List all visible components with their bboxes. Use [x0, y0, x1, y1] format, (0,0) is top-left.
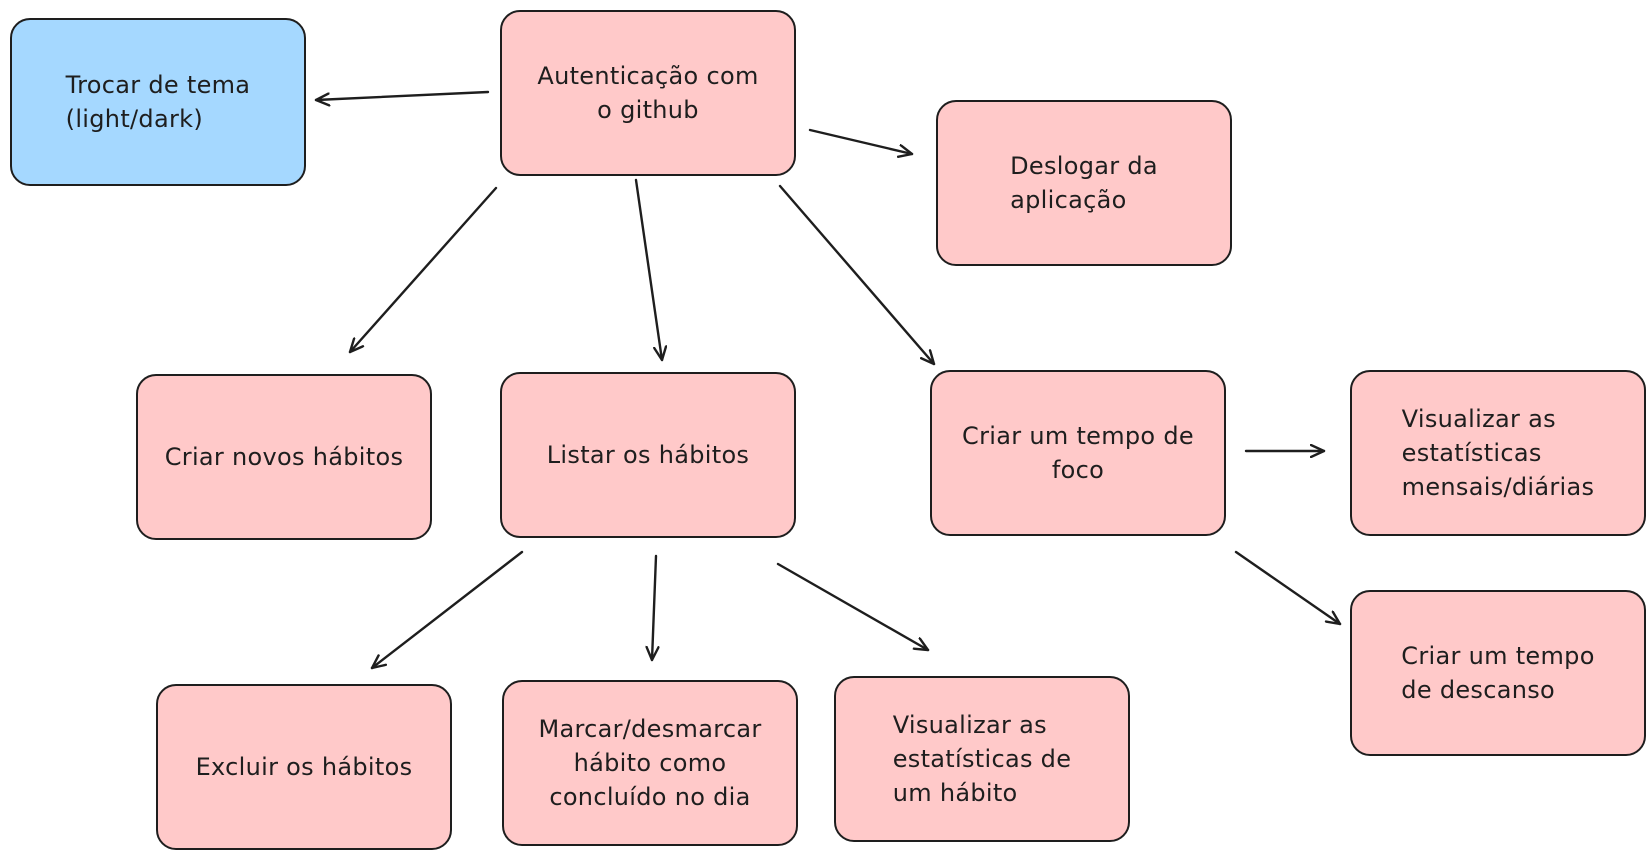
arrow-focus-to-rest — [1234, 550, 1342, 626]
arrow-auth-to-theme — [314, 90, 490, 100]
node-deslogar: Deslogar da aplicação — [936, 100, 1232, 266]
node-estatisticas-habito: Visualizar as estatísticas de um hábito — [834, 676, 1130, 842]
node-criar-habitos: Criar novos hábitos — [136, 374, 432, 540]
node-label: Visualizar as estatísticas de um hábito — [892, 711, 1072, 807]
arrow-list-to-delete — [370, 550, 524, 670]
node-label: Autenticação com o github — [537, 62, 759, 124]
node-estatisticas-mensais: Visualizar as estatísticas mensais/diári… — [1350, 370, 1646, 536]
node-label: Trocar de tema (light/dark) — [65, 71, 251, 133]
node-label: Visualizar as estatísticas mensais/diári… — [1401, 405, 1595, 501]
node-label: Criar novos hábitos — [164, 443, 404, 471]
node-label: Excluir os hábitos — [195, 753, 413, 781]
node-label: Marcar/desmarcar hábito como concluído n… — [538, 715, 762, 811]
arrow-list-to-habit-stats — [776, 562, 930, 652]
node-autenticacao: Autenticação com o github — [500, 10, 796, 176]
arrow-auth-to-logout — [808, 128, 914, 154]
node-listar-habitos: Listar os hábitos — [500, 372, 796, 538]
node-label: Criar um tempo de descanso — [1401, 642, 1595, 704]
node-label: Listar os hábitos — [546, 441, 750, 469]
node-criar-descanso: Criar um tempo de descanso — [1350, 590, 1646, 756]
arrow-auth-to-focus — [778, 184, 936, 366]
node-excluir-habitos: Excluir os hábitos — [156, 684, 452, 850]
node-marcar-habito: Marcar/desmarcar hábito como concluído n… — [502, 680, 798, 846]
node-label: Deslogar da aplicação — [1010, 152, 1158, 214]
node-label: Criar um tempo de foco — [962, 422, 1194, 484]
node-criar-foco: Criar um tempo de foco — [930, 370, 1226, 536]
arrow-list-to-mark — [652, 554, 656, 662]
arrow-auth-to-list-habits — [634, 178, 662, 362]
arrow-auth-to-create-habits — [348, 186, 498, 354]
node-trocar-tema: Trocar de tema (light/dark) — [10, 18, 306, 186]
